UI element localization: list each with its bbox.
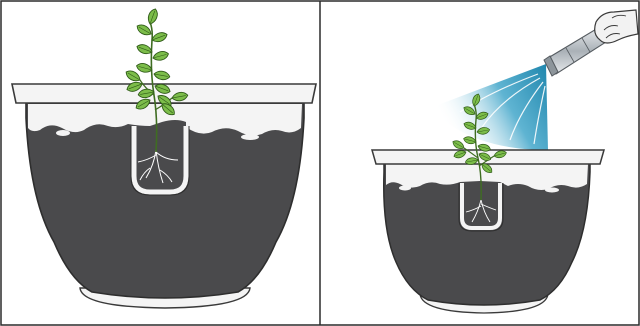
pot-icon [12, 84, 316, 308]
gloved-hand-icon [595, 10, 638, 43]
left-panel [12, 8, 316, 308]
right-panel [372, 10, 638, 313]
water-spray-icon [430, 64, 548, 150]
pot-icon [372, 150, 604, 313]
